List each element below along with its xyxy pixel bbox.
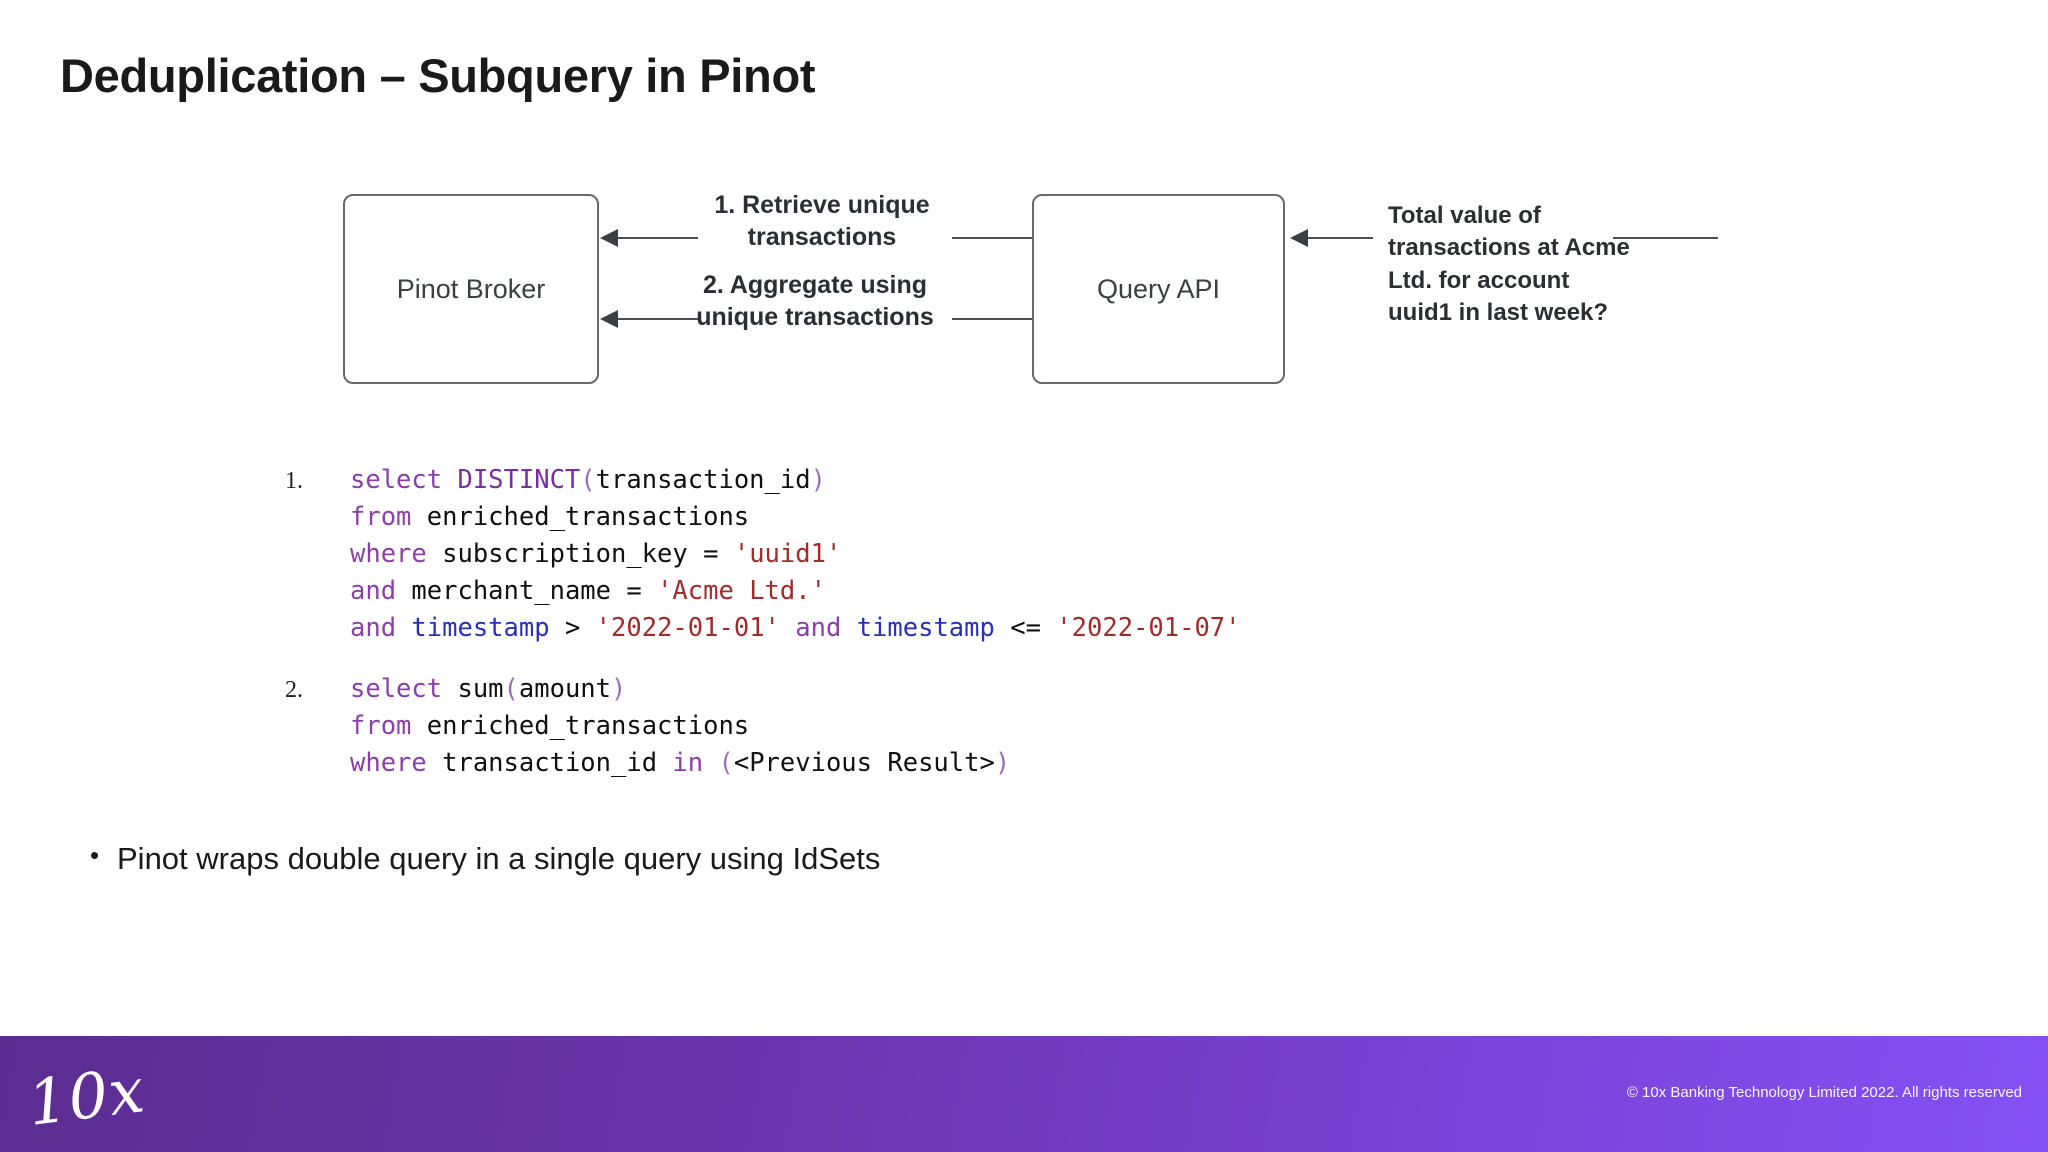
sql-token-str: '2022-01-07' bbox=[1056, 613, 1241, 643]
sql-token-id: enriched_transactions bbox=[426, 502, 750, 532]
page-title: Deduplication – Subquery in Pinot bbox=[60, 49, 816, 102]
sql-token-kw: from bbox=[350, 711, 427, 741]
sql-token-id: amount bbox=[518, 674, 612, 704]
sql-token-punc: ( bbox=[503, 674, 519, 704]
sql-token-punc: ) bbox=[994, 748, 1011, 778]
sql-code-line: select sum(amount) bbox=[350, 671, 1010, 708]
flow-arrow-1-head-icon bbox=[600, 229, 618, 247]
sql-token-kw: select bbox=[350, 465, 458, 495]
sql-token-fn: DISTINCT bbox=[457, 465, 581, 495]
diagram-node-query-api-label: Query API bbox=[1096, 273, 1221, 304]
flow-label-aggregate-using-unique-transactions: 2. Aggregate using unique transactions bbox=[696, 271, 934, 331]
sql-token-op: > bbox=[564, 613, 596, 643]
sql-token-kw: and bbox=[795, 613, 857, 643]
sql-code-line: select DISTINCT(transaction_id) bbox=[350, 462, 1241, 499]
sql-token-punc: ( bbox=[580, 465, 596, 495]
question-arrow-head-icon bbox=[1290, 229, 1308, 247]
bullet-list-item: • Pinot wraps double query in a single q… bbox=[72, 838, 880, 880]
flow-arrow-2-stub bbox=[952, 318, 1032, 320]
footer-copyright: © 10x Banking Technology Limited 2022. A… bbox=[1626, 1084, 2022, 1101]
diagram-question-text: Total value of transactions at Acme Ltd.… bbox=[1388, 202, 1630, 327]
sql-code-block-2: select sum(amount)from enriched_transact… bbox=[350, 671, 1010, 782]
diagram-node-pinot-broker-label: Pinot Broker bbox=[396, 273, 546, 304]
sql-token-kw: in bbox=[672, 748, 719, 778]
sql-token-punc: ) bbox=[810, 465, 826, 495]
flow-arrow-1-stub bbox=[952, 237, 1032, 239]
sql-code-line: from enriched_transactions bbox=[350, 708, 1010, 745]
sql-token-str: 'Acme Ltd.' bbox=[657, 576, 826, 606]
sql-token-kw: select bbox=[350, 674, 458, 704]
diagram-node-query-api: Query API bbox=[1032, 194, 1285, 384]
sql-token-id: subscription_key bbox=[442, 539, 704, 569]
diagram-node-pinot-broker: Pinot Broker bbox=[343, 194, 599, 384]
flow-label-retrieve-unique-transactions: 1. Retrieve unique transactions bbox=[714, 191, 930, 251]
question-arrow-line bbox=[1308, 237, 1373, 239]
flow-arrow-1-line bbox=[617, 237, 698, 239]
sql-code-block-1: select DISTINCT(transaction_id)from enri… bbox=[350, 462, 1241, 647]
sql-code-line: where subscription_key = 'uuid1' bbox=[350, 536, 1241, 573]
flow-arrow-2-head-icon bbox=[600, 310, 618, 328]
sql-code-line: and timestamp > '2022-01-01' and timesta… bbox=[350, 610, 1241, 647]
sql-token-kw: and bbox=[350, 576, 412, 606]
sql-token-op: <= bbox=[1010, 613, 1057, 643]
sql-token-id: transaction_id bbox=[595, 465, 811, 495]
question-arrow-stub bbox=[1613, 237, 1718, 239]
sql-token-op: = bbox=[703, 539, 734, 569]
flow-arrow-2-line bbox=[617, 318, 698, 320]
sql-token-kw: where bbox=[350, 539, 443, 569]
bullet-marker-icon: • bbox=[89, 840, 100, 870]
brand-logo-10x: 10x bbox=[23, 1053, 149, 1140]
sql-token-kw: where bbox=[350, 748, 443, 778]
sql-token-punc: ( bbox=[718, 748, 734, 778]
sql-code-line: where transaction_id in (<Previous Resul… bbox=[350, 745, 1010, 782]
sql-token-str: '2022-01-01' bbox=[595, 613, 796, 643]
sql-token-punc: ) bbox=[611, 674, 627, 704]
sql-token-col: timestamp bbox=[411, 613, 565, 643]
sql-token-col: timestamp bbox=[856, 613, 1011, 643]
sql-token-op: = bbox=[626, 576, 658, 606]
sql-token-id: <Previous Result> bbox=[733, 748, 995, 778]
sql-token-id: merchant_name bbox=[411, 576, 627, 606]
sql-code-line: and merchant_name = 'Acme Ltd.' bbox=[350, 573, 1241, 610]
sql-token-str: 'uuid1' bbox=[733, 539, 842, 569]
sql-code-line: from enriched_transactions bbox=[350, 499, 1241, 536]
bullet-text: Pinot wraps double query in a single que… bbox=[117, 841, 881, 876]
sql-token-kw: and bbox=[350, 613, 412, 643]
sql-token-kw: from bbox=[350, 502, 427, 532]
sql-token-id: enriched_transactions bbox=[426, 711, 750, 741]
sql-token-id: sum bbox=[457, 674, 504, 704]
code-block-2-number: 2. bbox=[285, 677, 303, 703]
code-block-1-number: 1. bbox=[285, 468, 303, 494]
slide-footer: 10x © 10x Banking Technology Limited 202… bbox=[0, 1036, 2048, 1152]
sql-token-id: transaction_id bbox=[442, 748, 673, 778]
architecture-diagram: Pinot Broker Query API 1. Retrieve uniqu… bbox=[0, 180, 2048, 400]
